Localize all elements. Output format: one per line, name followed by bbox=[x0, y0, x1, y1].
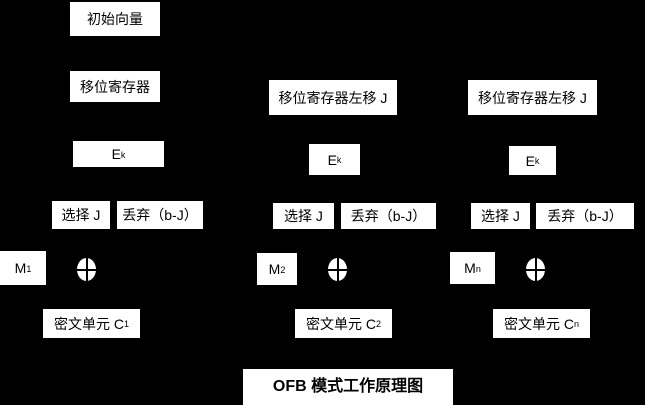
cipher-subscript: k bbox=[120, 149, 126, 160]
select-j-box-2: 选择 J bbox=[273, 203, 334, 229]
discard-box-2: 丢弃（b-J） bbox=[341, 203, 436, 229]
shift-register-box-2: 移位寄存器左移 J bbox=[269, 80, 397, 115]
initial-vector-box: 初始向量 bbox=[70, 2, 160, 36]
ciphertext-subscript: 2 bbox=[375, 319, 381, 329]
xor-icon bbox=[526, 258, 545, 281]
ciphertext-label: 密文单元 C bbox=[53, 315, 124, 332]
select-j-box-3: 选择 J bbox=[471, 203, 530, 229]
ciphertext-subscript: n bbox=[573, 319, 579, 329]
message-subscript: 2 bbox=[280, 264, 286, 275]
xor-icon bbox=[77, 258, 96, 281]
discard-box-3: 丢弃（b-J） bbox=[536, 203, 634, 229]
xor-icon bbox=[328, 258, 347, 281]
shift-register-box-1: 移位寄存器 bbox=[70, 71, 160, 102]
ciphertext-label: 密文单元 C bbox=[305, 315, 376, 332]
message-label: M bbox=[268, 261, 281, 277]
ciphertext-subscript: 1 bbox=[123, 319, 129, 329]
cipher-label: E bbox=[111, 146, 121, 162]
cipher-subscript: k bbox=[336, 155, 342, 165]
message-subscript: n bbox=[475, 263, 481, 274]
message-label: M bbox=[14, 260, 27, 276]
cipher-label: E bbox=[327, 151, 337, 168]
diagram-title: OFB 模式工作原理图 bbox=[243, 369, 453, 405]
cipher-subscript: k bbox=[534, 156, 540, 166]
select-j-box-1: 选择 J bbox=[52, 201, 110, 229]
discard-box-1: 丢弃（b-J） bbox=[117, 201, 203, 229]
message-label: M bbox=[464, 260, 476, 276]
ciphertext-label: 密文单元 C bbox=[503, 315, 574, 332]
shift-register-box-3: 移位寄存器左移 J bbox=[468, 80, 597, 115]
message-subscript: 1 bbox=[26, 263, 32, 274]
cipher-label: E bbox=[525, 152, 535, 169]
